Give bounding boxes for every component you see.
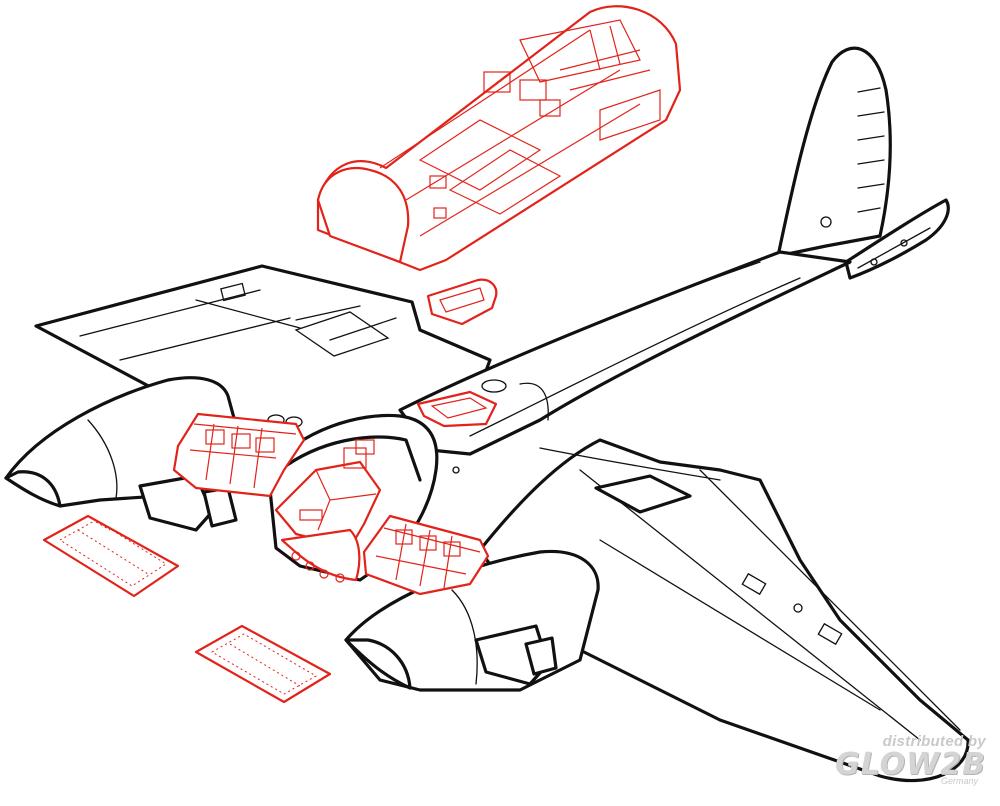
nose-bay-resin-part <box>274 439 382 583</box>
fuselage-insert-resin-part <box>416 390 498 428</box>
fuselage <box>398 250 852 474</box>
distributor-watermark: distributed by GLOW2B Germany <box>835 733 986 786</box>
bay-door-resin-part-lower <box>194 624 332 704</box>
watermark-country: Germany <box>940 776 978 786</box>
bay-door-resin-part-upper <box>42 514 180 598</box>
right-engine-nacelle <box>344 549 600 692</box>
left-wheel-bay-resin-part <box>172 412 306 498</box>
watermark-distributed-by: distributed by <box>882 733 986 750</box>
left-engine-nacelle <box>4 376 242 532</box>
horizontal-tailplane <box>844 198 950 280</box>
cockpit-interior-resin-part <box>316 5 682 272</box>
right-wheel-bay-resin-part <box>362 514 490 596</box>
right-wing <box>478 438 970 783</box>
hatch-resin-part <box>426 278 498 326</box>
vertical-tail-fin <box>776 46 892 258</box>
watermark-logo: GLOW2B <box>834 747 986 782</box>
